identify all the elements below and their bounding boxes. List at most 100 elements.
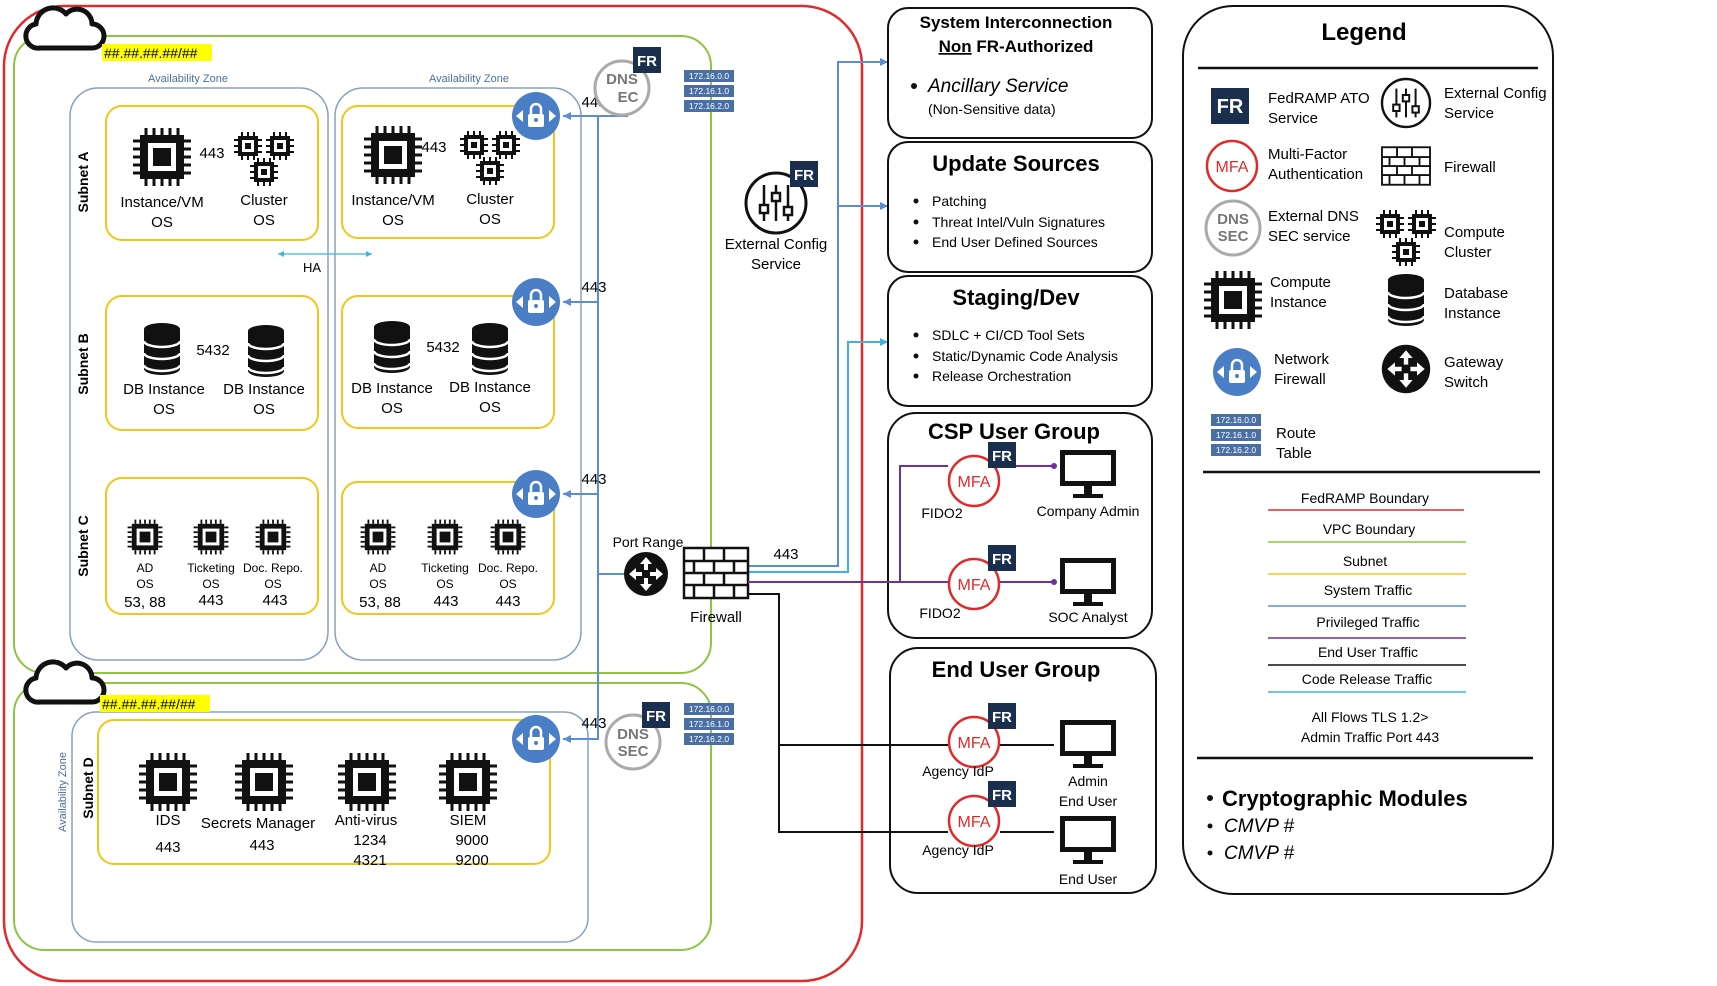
port-label: 53, 88 [359, 594, 401, 611]
az-right-label: Availability Zone [429, 73, 509, 85]
compute-cluster-icon [459, 130, 521, 186]
antivirus-label: Anti-virus [335, 812, 398, 829]
svg-text:Compute: Compute [1270, 274, 1331, 291]
system-interconnection-box [887, 7, 1153, 139]
fedramp-badge-text: FR [992, 709, 1012, 726]
svg-text:End User Traffic: End User Traffic [1318, 644, 1418, 660]
port-label: 443 [581, 471, 606, 488]
gateway-switch-icon [624, 552, 668, 596]
dns-text: DNS [606, 71, 638, 88]
fedramp-badge-text: FR [992, 787, 1012, 804]
svg-text:FedRAMP ATO: FedRAMP ATO [1268, 90, 1370, 107]
az-bottom-label: Availability Zone [57, 752, 69, 832]
fido2-label: FIDO2 [919, 605, 960, 621]
agency-idp-label: Agency IdP [922, 763, 994, 779]
compute-cluster-icon [233, 131, 295, 187]
port-label: 443 [773, 546, 798, 563]
svg-text:External DNS: External DNS [1268, 208, 1359, 225]
legend-gateway: Gateway Switch [1381, 344, 1504, 394]
sysint-sub: (Non-Sensitive data) [928, 101, 1056, 117]
availability-zone-bottom [71, 711, 589, 943]
svg-text:Switch: Switch [1444, 374, 1488, 391]
compute-instance-icon [126, 518, 164, 556]
svg-text:Route: Route [1276, 425, 1316, 442]
compute-instance-icon [362, 124, 424, 186]
network-firewall-icon [510, 276, 562, 328]
svg-text:DNS: DNS [1217, 211, 1249, 228]
svg-text:Firewall: Firewall [1274, 371, 1326, 388]
cloud-icon [26, 8, 104, 48]
end-user-label: End User [1059, 871, 1118, 887]
svg-text:SEC service: SEC service [1268, 228, 1351, 245]
svg-text:System Traffic: System Traffic [1324, 582, 1412, 598]
svg-text:172.16.1.0: 172.16.1.0 [689, 719, 729, 729]
secrets-manager-label: Secrets Manager [201, 815, 315, 832]
route-table-icon: 172.16.0.0 172.16.1.0 172.16.2.0 [684, 703, 734, 745]
svg-text:MFA: MFA [1216, 159, 1249, 176]
sysint-title: System Interconnection [920, 13, 1113, 32]
fedramp-badge-text: FR [637, 53, 657, 70]
os-label: OS [253, 401, 275, 418]
siem-label: SIEM [450, 812, 487, 829]
company-admin-label: Company Admin [1037, 503, 1140, 519]
mfa-text: MFA [958, 474, 991, 491]
os-label: OS [479, 399, 501, 416]
svg-text:172.16.2.0: 172.16.2.0 [689, 101, 729, 111]
end-user-label: End User [1059, 793, 1118, 809]
svg-text:172.16.0.0: 172.16.0.0 [689, 71, 729, 81]
cluster-label: Cluster [240, 192, 288, 209]
mfa-text: MFA [958, 735, 991, 752]
svg-text:Network: Network [1274, 351, 1330, 368]
port-label: 9000 [455, 832, 488, 849]
fedramp-badge-text: FR [646, 708, 666, 725]
subnet-c-label: Subnet C [75, 515, 91, 576]
os-label: OS [253, 212, 275, 229]
network-firewall-icon [510, 90, 562, 142]
fedramp-boundary [2, 4, 864, 983]
staging-item: Release Orchestration [932, 368, 1071, 384]
vpc-boundary-top [13, 35, 712, 674]
staging-dev-box [887, 275, 1153, 407]
external-config-label: Service [751, 256, 801, 273]
crypto-item: CMVP # [1224, 816, 1294, 837]
os-label: OS [381, 400, 403, 417]
os-label: OS [436, 577, 453, 591]
legend-note: All Flows TLS 1.2> [1312, 709, 1429, 725]
os-label: OS [153, 401, 175, 418]
database-icon [372, 319, 412, 375]
instance-label: Instance/VM [351, 192, 434, 209]
mfa-text: MFA [958, 577, 991, 594]
doc-repo-label: Doc. Repo. [478, 561, 538, 575]
svg-text:Firewall: Firewall [1444, 159, 1496, 176]
port-label: 443 [249, 837, 274, 854]
bullet [911, 83, 917, 89]
compute-instance-icon [359, 518, 397, 556]
agency-idp-label: Agency IdP [922, 842, 994, 858]
legend-lines: FedRAMP Boundary VPC Boundary Subnet Sys… [1268, 490, 1466, 693]
cluster-label: Cluster [466, 191, 514, 208]
dns-text: DNS [617, 726, 649, 743]
legend-fedramp: FR FedRAMP ATO Service [1211, 88, 1370, 127]
legend-note: Admin Traffic Port 443 [1301, 729, 1439, 745]
database-icon [246, 323, 286, 379]
os-label: OS [499, 577, 516, 591]
port-label: 9200 [455, 852, 488, 869]
port-label: 5432 [426, 339, 459, 356]
svg-text:FedRAMP Boundary: FedRAMP Boundary [1301, 490, 1429, 506]
crypto-item: CMVP # [1224, 843, 1294, 864]
subnet-d [97, 719, 551, 865]
network-firewall-icon [510, 468, 562, 520]
cidr-highlight [100, 695, 210, 712]
db-label: DB Instance [123, 381, 205, 398]
port-label: 443 [198, 592, 223, 609]
subnet-c-left [105, 477, 319, 615]
subnet-a-label: Subnet A [75, 152, 91, 213]
svg-text:Subnet: Subnet [1343, 553, 1387, 569]
db-label: DB Instance [223, 381, 305, 398]
external-config-label: External Config [725, 236, 828, 253]
legend-route-table: 172.16.0.0 172.16.1.0 172.16.2.0 Route T… [1211, 414, 1316, 462]
svg-text:Instance: Instance [1270, 294, 1327, 311]
firewall-label: Firewall [690, 609, 742, 626]
staging-item: Static/Dynamic Code Analysis [932, 348, 1118, 364]
